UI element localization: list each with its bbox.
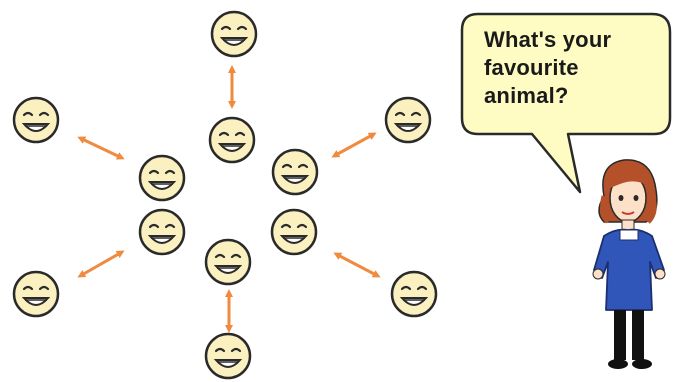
smiley-face-icon [12, 96, 60, 144]
double-arrow-icon [331, 132, 377, 158]
smiley-face-icon [204, 332, 252, 380]
teacher-figure [592, 159, 666, 369]
double-arrow-icon [77, 136, 125, 160]
smiley-face-icon [208, 116, 256, 164]
double-arrow-icon [77, 250, 125, 278]
smiley-face-icon [271, 148, 319, 196]
smiley-face-icon [270, 208, 318, 256]
smiley-face-icon [138, 208, 186, 256]
speech-line: favourite [484, 55, 579, 80]
smiley-face-icon [204, 238, 252, 286]
smiley-face-icon [138, 154, 186, 202]
speech-line: animal? [484, 83, 569, 108]
speech-line: What's your [484, 27, 612, 52]
smiley-face-icon [390, 270, 438, 318]
double-arrow-icon [333, 252, 381, 278]
smiley-face-icon [210, 10, 258, 58]
speech-bubble-text: What's your favourite animal? [484, 26, 654, 110]
smiley-face-icon [384, 96, 432, 144]
smiley-face-icon [12, 270, 60, 318]
speech-bubble-icon [460, 12, 672, 194]
